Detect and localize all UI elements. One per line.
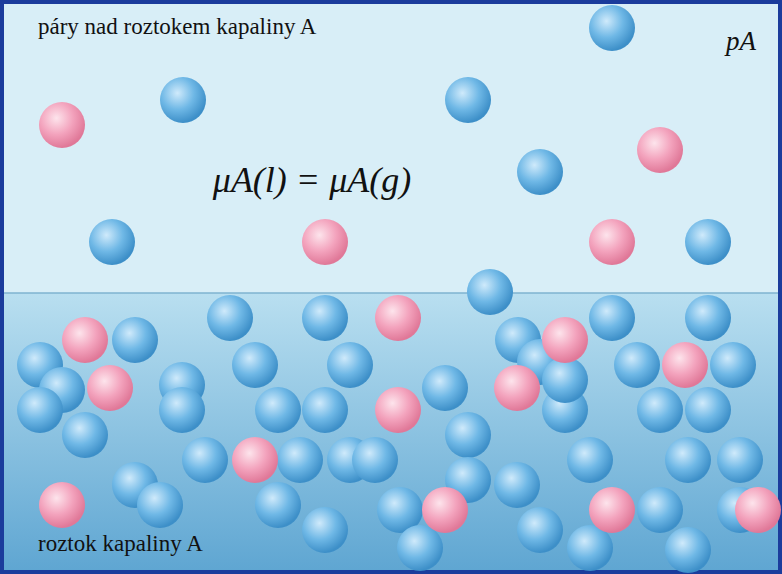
molecule: [494, 365, 540, 411]
molecule: [182, 437, 228, 483]
molecule: [302, 219, 348, 265]
molecule: [397, 525, 443, 571]
molecule: [422, 365, 468, 411]
molecule: [302, 507, 348, 553]
molecule: [159, 387, 205, 433]
molecule: [302, 295, 348, 341]
molecule: [327, 342, 373, 388]
molecule: [517, 149, 563, 195]
molecule: [517, 507, 563, 553]
molecule: [87, 365, 133, 411]
equilibrium-equation: μA(l) = μA(g): [213, 159, 411, 201]
vapor-band: páry nad roztokem kapaliny A: [4, 4, 778, 293]
molecule: [89, 219, 135, 265]
molecule: [685, 387, 731, 433]
molecule: [39, 102, 85, 148]
molecule: [352, 437, 398, 483]
molecule: [685, 295, 731, 341]
molecule: [467, 269, 513, 315]
molecule: [589, 5, 635, 51]
molecule: [567, 437, 613, 483]
molecule: [232, 342, 278, 388]
molecule: [710, 342, 756, 388]
molecule: [62, 317, 108, 363]
band-label: páry nad roztokem kapaliny A: [38, 14, 316, 40]
molecule: [614, 342, 660, 388]
liquid-band: roztok kapaliny A: [4, 293, 778, 570]
molecule: [302, 387, 348, 433]
molecule: [445, 412, 491, 458]
molecule: [637, 387, 683, 433]
band-label: roztok kapaliny A: [38, 531, 203, 557]
molecule: [422, 487, 468, 533]
molecule: [232, 437, 278, 483]
molecule: [735, 487, 781, 533]
molecule: [542, 317, 588, 363]
pressure-symbol: pA: [726, 26, 756, 57]
molecule: [255, 482, 301, 528]
molecule: [542, 357, 588, 403]
molecule: [665, 437, 711, 483]
molecule: [589, 487, 635, 533]
molecule: [589, 219, 635, 265]
molecule: [62, 412, 108, 458]
molecule: [277, 437, 323, 483]
molecule: [445, 77, 491, 123]
molecule: [160, 77, 206, 123]
molecule: [662, 342, 708, 388]
molecule: [375, 387, 421, 433]
molecule: [207, 295, 253, 341]
molecule: [375, 295, 421, 341]
molecule: [112, 317, 158, 363]
molecule: [637, 127, 683, 173]
molecule: [39, 482, 85, 528]
molecule: [255, 387, 301, 433]
molecule: [17, 387, 63, 433]
molecule: [665, 527, 711, 573]
molecule: [685, 219, 731, 265]
molecule: [637, 487, 683, 533]
molecule: [717, 437, 763, 483]
molecule: [589, 295, 635, 341]
molecule: [494, 462, 540, 508]
molecule: [137, 482, 183, 528]
